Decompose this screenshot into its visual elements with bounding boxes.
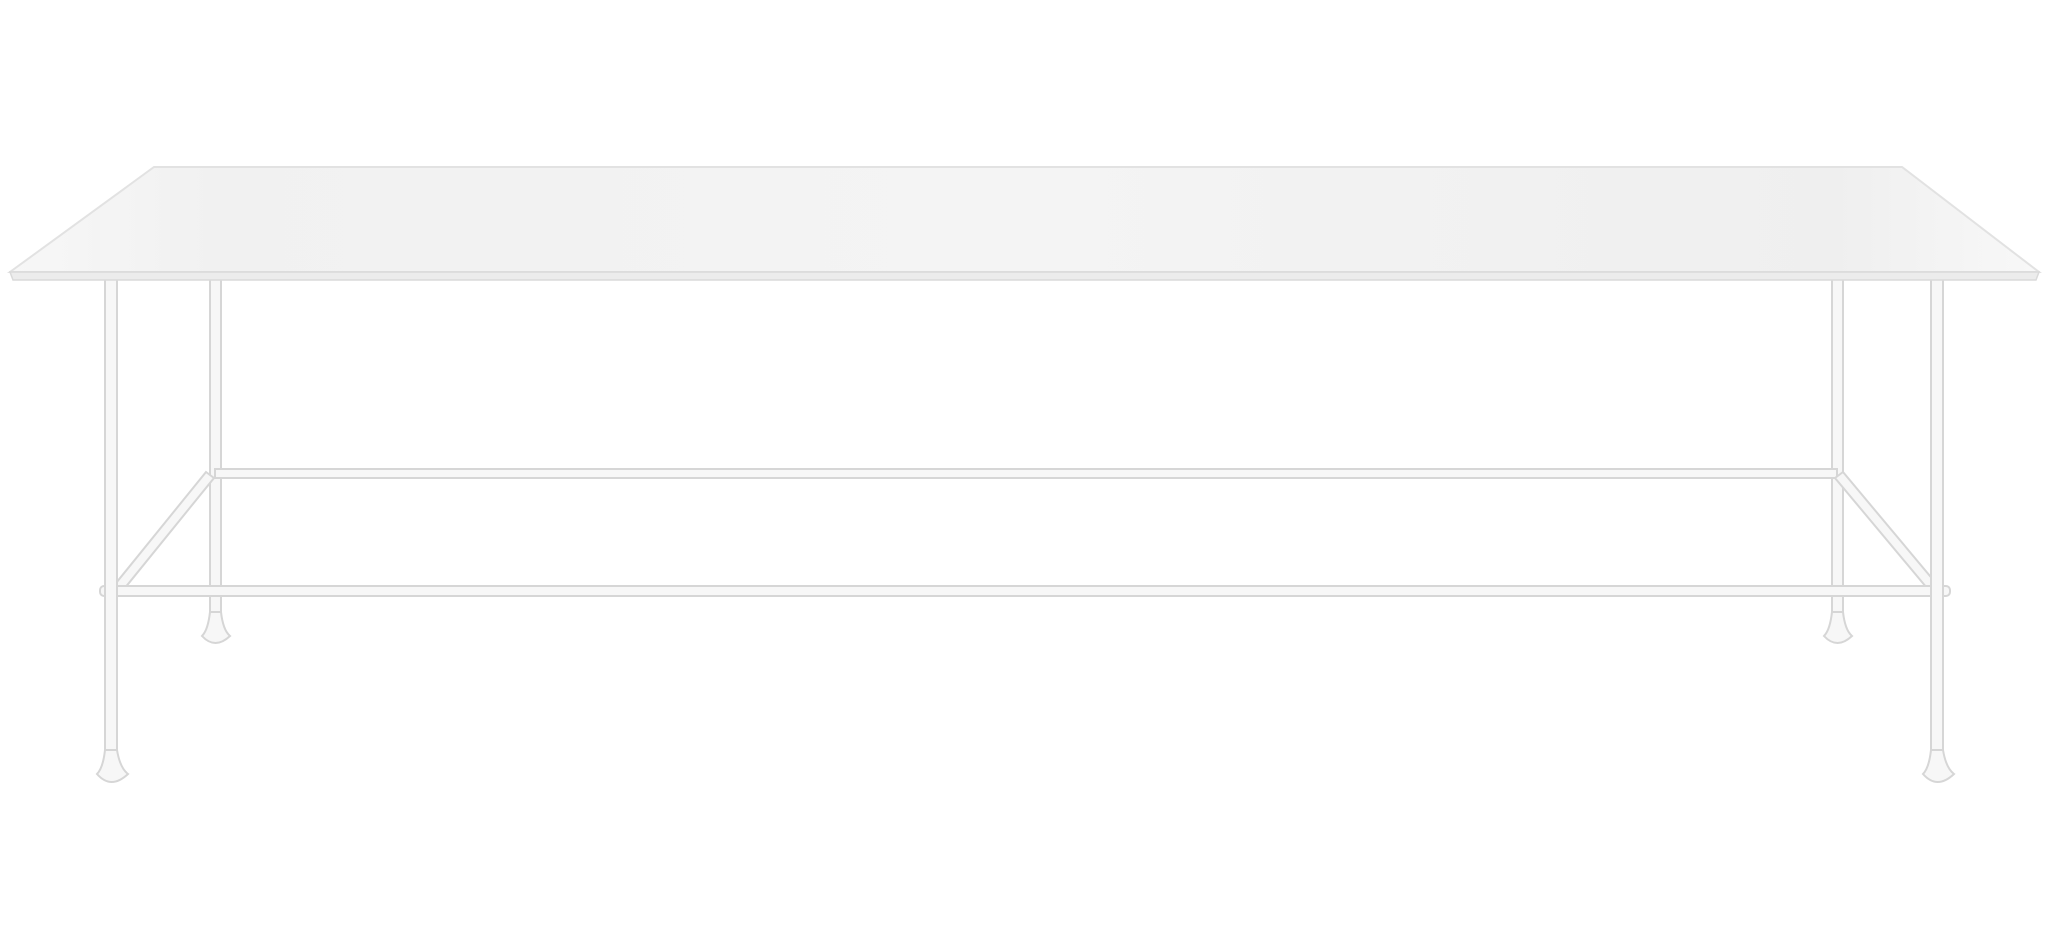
table-frame [95,277,1956,783]
right-side-rail [1833,470,1942,596]
left-side-rail [110,470,216,596]
table-top [6,166,2042,281]
front-right-leg [1921,277,1956,783]
front-left-leg [95,277,130,783]
back-stretcher [214,468,1838,479]
front-stretcher [99,585,1951,597]
